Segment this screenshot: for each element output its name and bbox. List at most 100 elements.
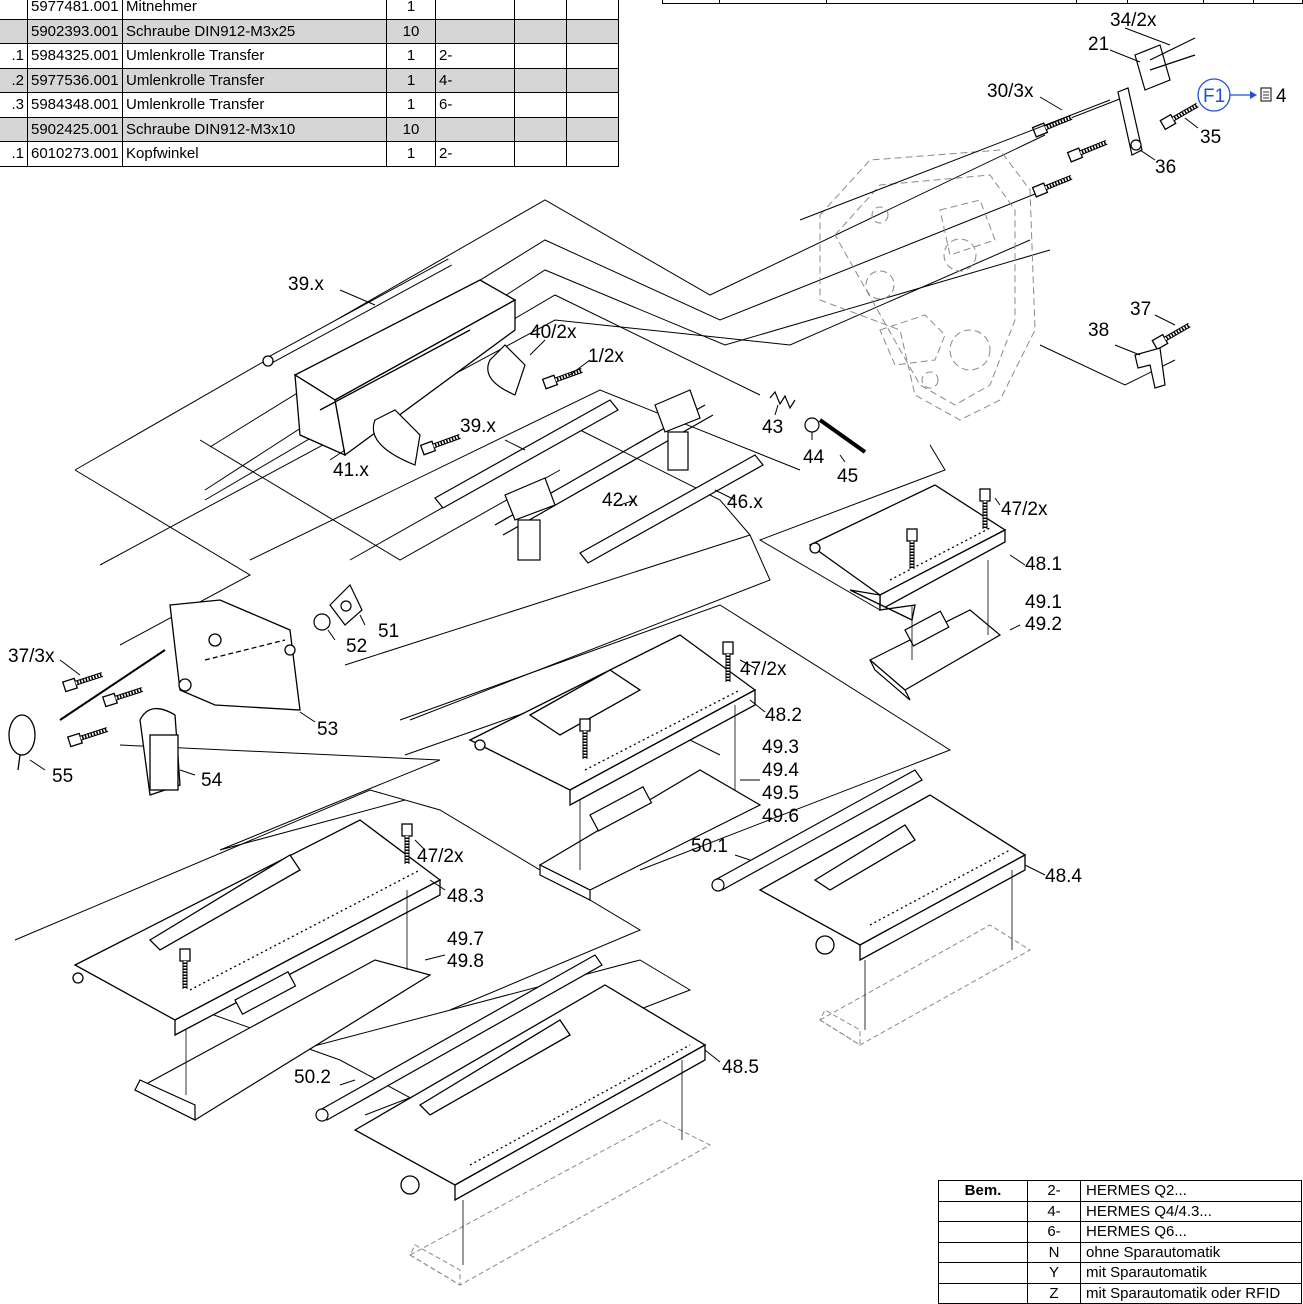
printhead-plate-48-2 [468, 634, 757, 807]
callout-52: 52 [346, 636, 367, 657]
table-cell [662, 0, 720, 4]
axle-42 [504, 389, 701, 561]
callout-leaders [29, 27, 1199, 1086]
callout-49-1: 49.1 [1025, 592, 1062, 613]
callout-47a: 47/2x [1001, 499, 1048, 520]
cell-part-no: 5984348.001 [27, 92, 123, 118]
callout-50-2: 50.2 [294, 1067, 331, 1088]
printhead-49-3 [538, 769, 762, 901]
callout-51: 51 [378, 621, 399, 642]
printhead-ghost-48-4 [819, 924, 1031, 1046]
callout-36: 36 [1155, 157, 1176, 178]
callout-48-4: 48.4 [1045, 866, 1082, 887]
cell-code: 2- [1027, 1180, 1081, 1202]
table-row: 4-HERMES Q4/4.3... [938, 1200, 1302, 1222]
cell-qty: 1 [386, 0, 436, 20]
remarks-table: Bem.2-HERMES Q2...4-HERMES Q4/4.3...6-HE… [938, 1180, 1302, 1304]
cell-empty [938, 1282, 1028, 1304]
cell-version [435, 18, 515, 44]
cell-qty: 10 [386, 18, 436, 44]
callout-34: 34/2x [1110, 10, 1157, 31]
cell-empty [566, 141, 619, 167]
cell-empty [566, 0, 619, 20]
callout-49-4: 49.4 [762, 760, 799, 781]
cell-empty [514, 43, 567, 69]
cover-54 [139, 708, 181, 796]
cell-description: HERMES Q4/4.3... [1080, 1200, 1302, 1222]
callout-48-2: 48.2 [765, 705, 802, 726]
callout-43: 43 [762, 417, 783, 438]
callout-f1[interactable]: F1 [1203, 86, 1225, 107]
callout-53: 53 [317, 719, 338, 740]
printhead-plate-48-5 [353, 984, 707, 1202]
parts-list-table-right [662, 0, 1303, 4]
callout-54: 54 [201, 770, 223, 791]
cell-description: Kopfwinkel [122, 141, 387, 167]
cell-description: Mitnehmer [122, 0, 387, 20]
cell-qty: 1 [386, 92, 436, 118]
cell-part-no: 5902393.001 [27, 18, 123, 44]
cell-version [435, 0, 515, 20]
callout-44: 44 [803, 447, 825, 468]
printhead-ghost-48-5 [408, 1119, 712, 1286]
cell-qty: 10 [386, 116, 436, 142]
shaft-screws-30 [799, 94, 1131, 221]
cell-qty: 1 [386, 43, 436, 69]
callout-38: 38 [1088, 320, 1109, 341]
callout-50-1: 50.1 [691, 836, 728, 857]
cell-description: HERMES Q2... [1080, 1180, 1302, 1202]
cell-pos: .1 [0, 141, 28, 167]
callout-37: 37 [1130, 299, 1151, 320]
cell-part-no: 5977536.001 [27, 67, 123, 93]
printhead-plate-48-4 [758, 794, 1027, 962]
cell-code: N [1027, 1241, 1081, 1263]
callout-48-5: 48.5 [722, 1057, 759, 1078]
printhead-49-1 [868, 609, 1002, 701]
callout-f1-page-ref[interactable]: 4 [1276, 86, 1287, 107]
cell-part-no: 5984325.001 [27, 43, 123, 69]
cell-pos: .3 [0, 92, 28, 118]
remarks-body: Bem.2-HERMES Q2...4-HERMES Q4/4.3...6-HE… [938, 1180, 1302, 1304]
cell-empty [938, 1262, 1028, 1284]
arrow-right-icon [1250, 91, 1257, 99]
cell-description: Umlenkrolle Transfer [122, 67, 387, 93]
cell-pos: .2 [0, 67, 28, 93]
callout-47b: 47/2x [740, 659, 787, 680]
cell-code: Z [1027, 1282, 1081, 1304]
table-cell [1127, 0, 1205, 4]
cell-empty [566, 116, 619, 142]
alignment-lines [185, 560, 1013, 1265]
remarks-header: Bem. [938, 1180, 1028, 1202]
table-cell [1076, 0, 1129, 4]
cell-pos: .1 [0, 43, 28, 69]
cell-empty [566, 43, 619, 69]
cell-pos [0, 116, 28, 142]
cell-code: 4- [1027, 1200, 1081, 1222]
table-row: 6-HERMES Q6... [938, 1221, 1302, 1243]
cell-pos [0, 0, 28, 20]
screw-1b [421, 432, 462, 455]
callout-1: 1/2x [588, 346, 624, 367]
table-cell [1203, 0, 1254, 4]
callout-45: 45 [837, 466, 858, 487]
cell-version: 6- [435, 92, 515, 118]
printer-frame-outline [819, 149, 1036, 421]
latch-38 [1134, 347, 1166, 389]
callout-49-2: 49.2 [1025, 614, 1062, 635]
knob-55 [8, 714, 36, 771]
head-carrier [262, 258, 517, 457]
callout-40: 40/2x [530, 322, 577, 343]
cell-empty [566, 67, 619, 93]
cell-version: 2- [435, 141, 515, 167]
table-cell [718, 0, 828, 4]
printhead-49-7 [133, 959, 432, 1121]
callout-41: 41.x [333, 460, 369, 481]
